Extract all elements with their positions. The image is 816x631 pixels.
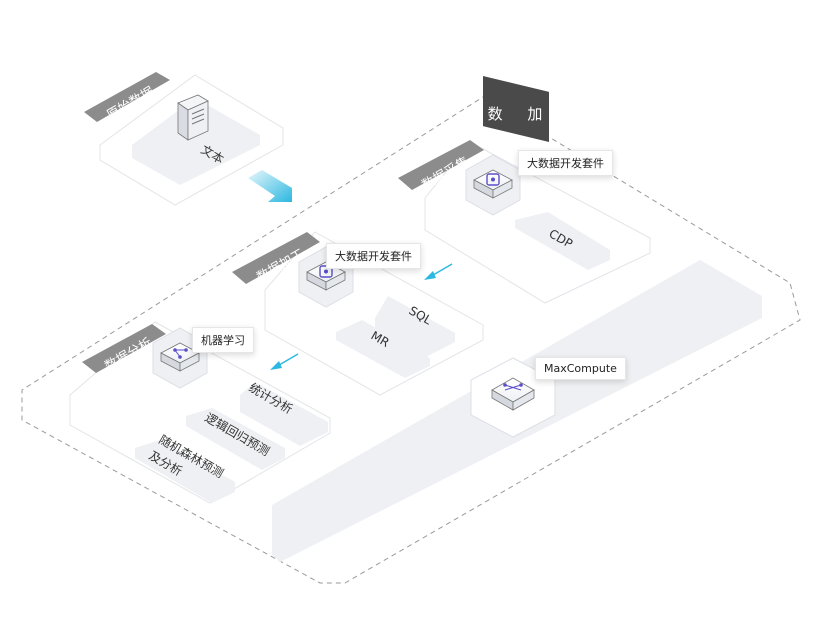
server-icon [177,94,209,141]
platform-banner-label: 数 加 [487,104,553,123]
flow-arrow-large [248,170,292,202]
collect-dev-suite-icon [465,154,521,216]
callout-process: 大数据开发套件 [326,243,421,269]
flow-arrow-collect-to-process [424,263,453,280]
callout-maxcompute: MaxCompute [535,357,626,380]
maxcompute-icon [470,357,556,438]
callout-analysis: 机器学习 [192,327,254,353]
callout-collect: 大数据开发套件 [518,150,613,176]
flow-arrow-process-to-analysis [270,353,299,370]
analysis-card [69,321,331,504]
raw-data-card [99,74,284,206]
